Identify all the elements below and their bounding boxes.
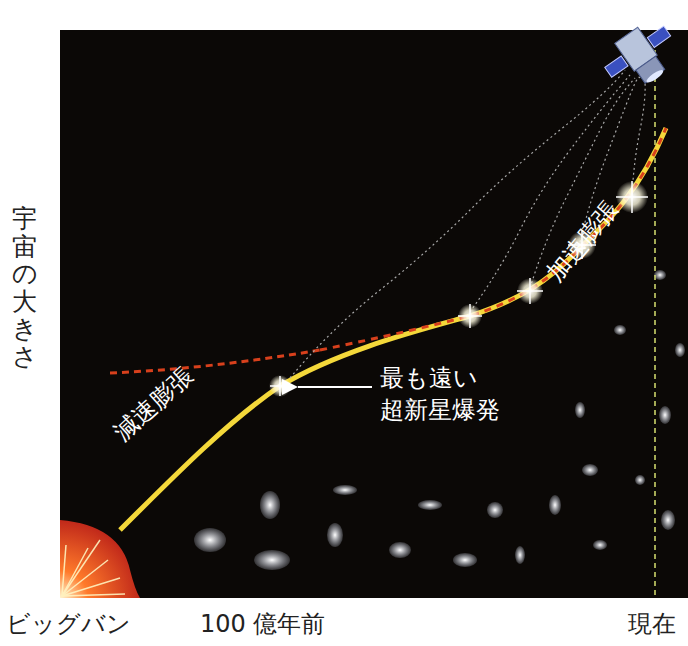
axis-label: 宇宙の大きさ (12, 205, 37, 370)
present-line (654, 32, 656, 598)
expansion-curve (120, 128, 666, 530)
callout-arrow (298, 386, 372, 388)
space-panel (60, 30, 688, 598)
axis-tick-label: 100 億年前 (200, 608, 325, 640)
axis-tick-label: 現在 (628, 608, 676, 640)
callout-text: 最も遠い 超新星爆発 (380, 362, 530, 427)
space-telescope (597, 15, 686, 100)
light-paths (290, 70, 645, 378)
deceleration-dashed-curve (110, 350, 320, 373)
big-bang-burst (60, 520, 140, 598)
galaxies (194, 270, 685, 570)
burst-rays (62, 540, 125, 596)
axis-tick-label: ビッグバン (6, 608, 131, 640)
acceleration-dashed-curve (320, 128, 666, 350)
